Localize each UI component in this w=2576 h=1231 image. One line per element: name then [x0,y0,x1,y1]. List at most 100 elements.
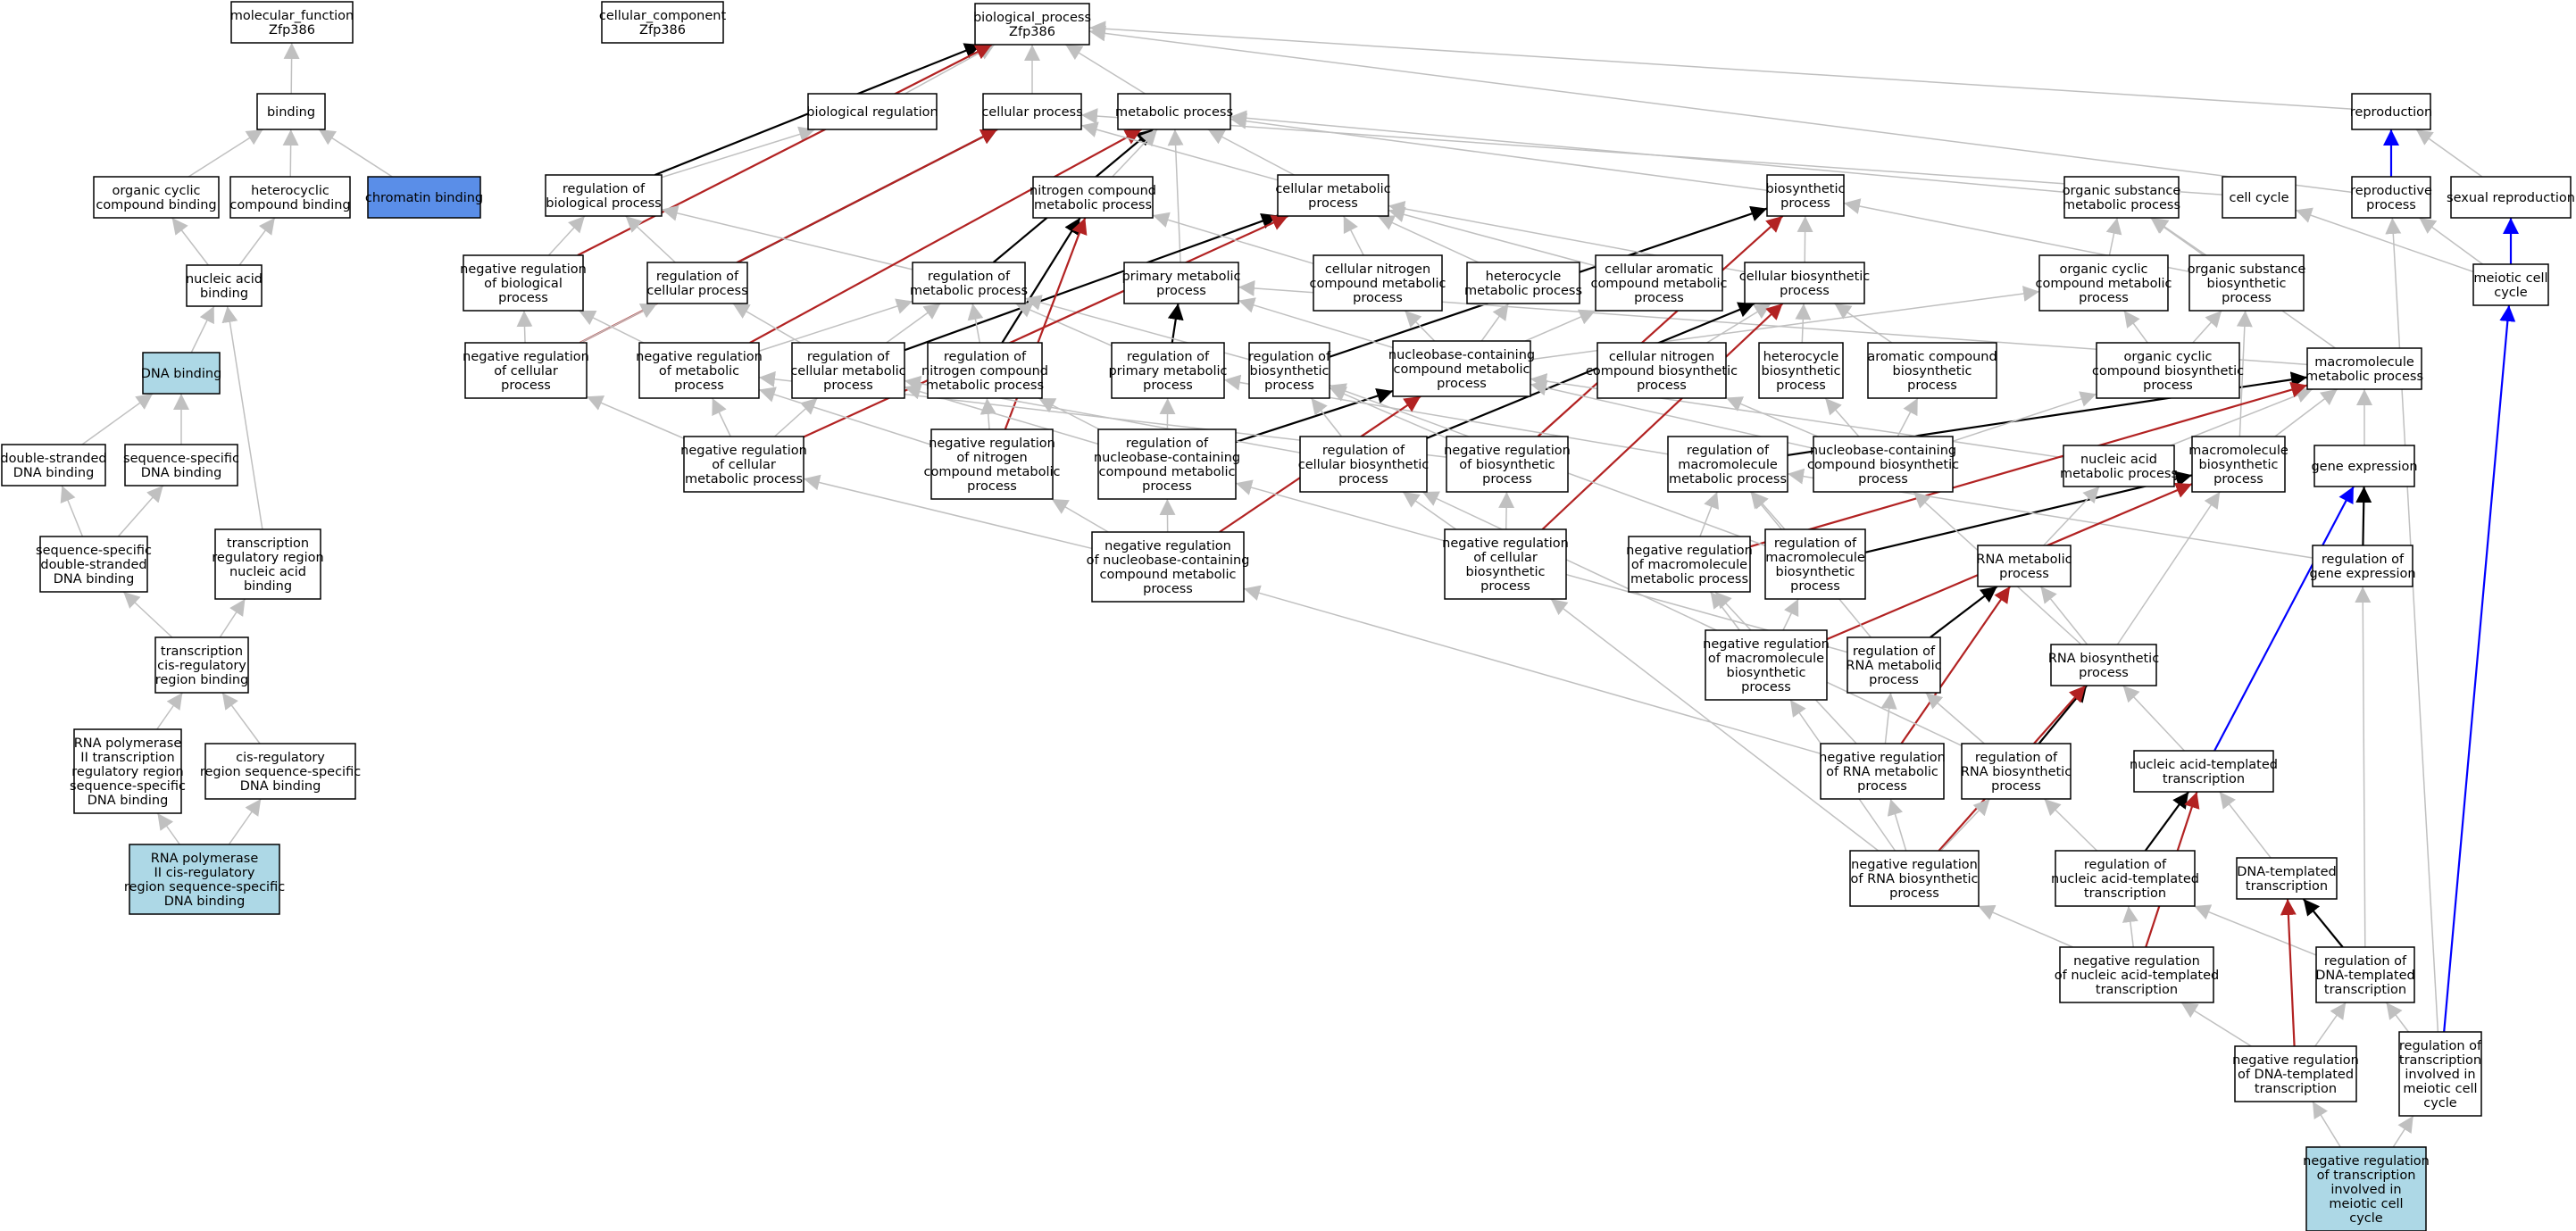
node-cell_cycle[interactable]: cell cycle [2222,176,2297,219]
node-box [1111,342,1225,399]
node-binding[interactable]: binding [256,93,326,130]
node-chromatin[interactable]: chromatin binding [365,176,483,219]
edge-reg_rna_met-to-rna_met [1930,586,1998,638]
node-gene_expr[interactable]: gene expression [2311,445,2418,487]
node-dna_bind[interactable]: DNA binding [141,352,222,395]
node-label-line: of metabolic [659,364,739,378]
node-label-line: cellular metabolic [790,364,905,378]
node-label-line: organic cyclic [2123,350,2212,364]
node-biol_reg[interactable]: biological regulation [806,93,938,130]
node-sex_repro[interactable]: sexual reproduction [2447,176,2575,219]
edge-rnap2_cis-to-rnap2_tr_reg [156,812,180,845]
node-box [930,428,1054,500]
node-cell_proc[interactable]: cellular process [981,93,1083,130]
edge-reg_trans_meiotic-to-reg_dna_trans [2385,1002,2410,1033]
node-label-line: of biosynthetic [1459,458,1555,472]
node-met_proc[interactable]: metabolic process [1115,93,1233,130]
edge-reg_nitro_met-to-nitro_met [1001,217,1081,344]
node-label: chromatin binding [365,191,483,205]
node-label-line: regulation of [2322,553,2405,567]
node-label-line: process [2143,378,2193,393]
node-reproduction[interactable]: reproduction [2350,93,2432,130]
edge-het_biosyn-to-cell_biosyn [1795,303,1812,344]
